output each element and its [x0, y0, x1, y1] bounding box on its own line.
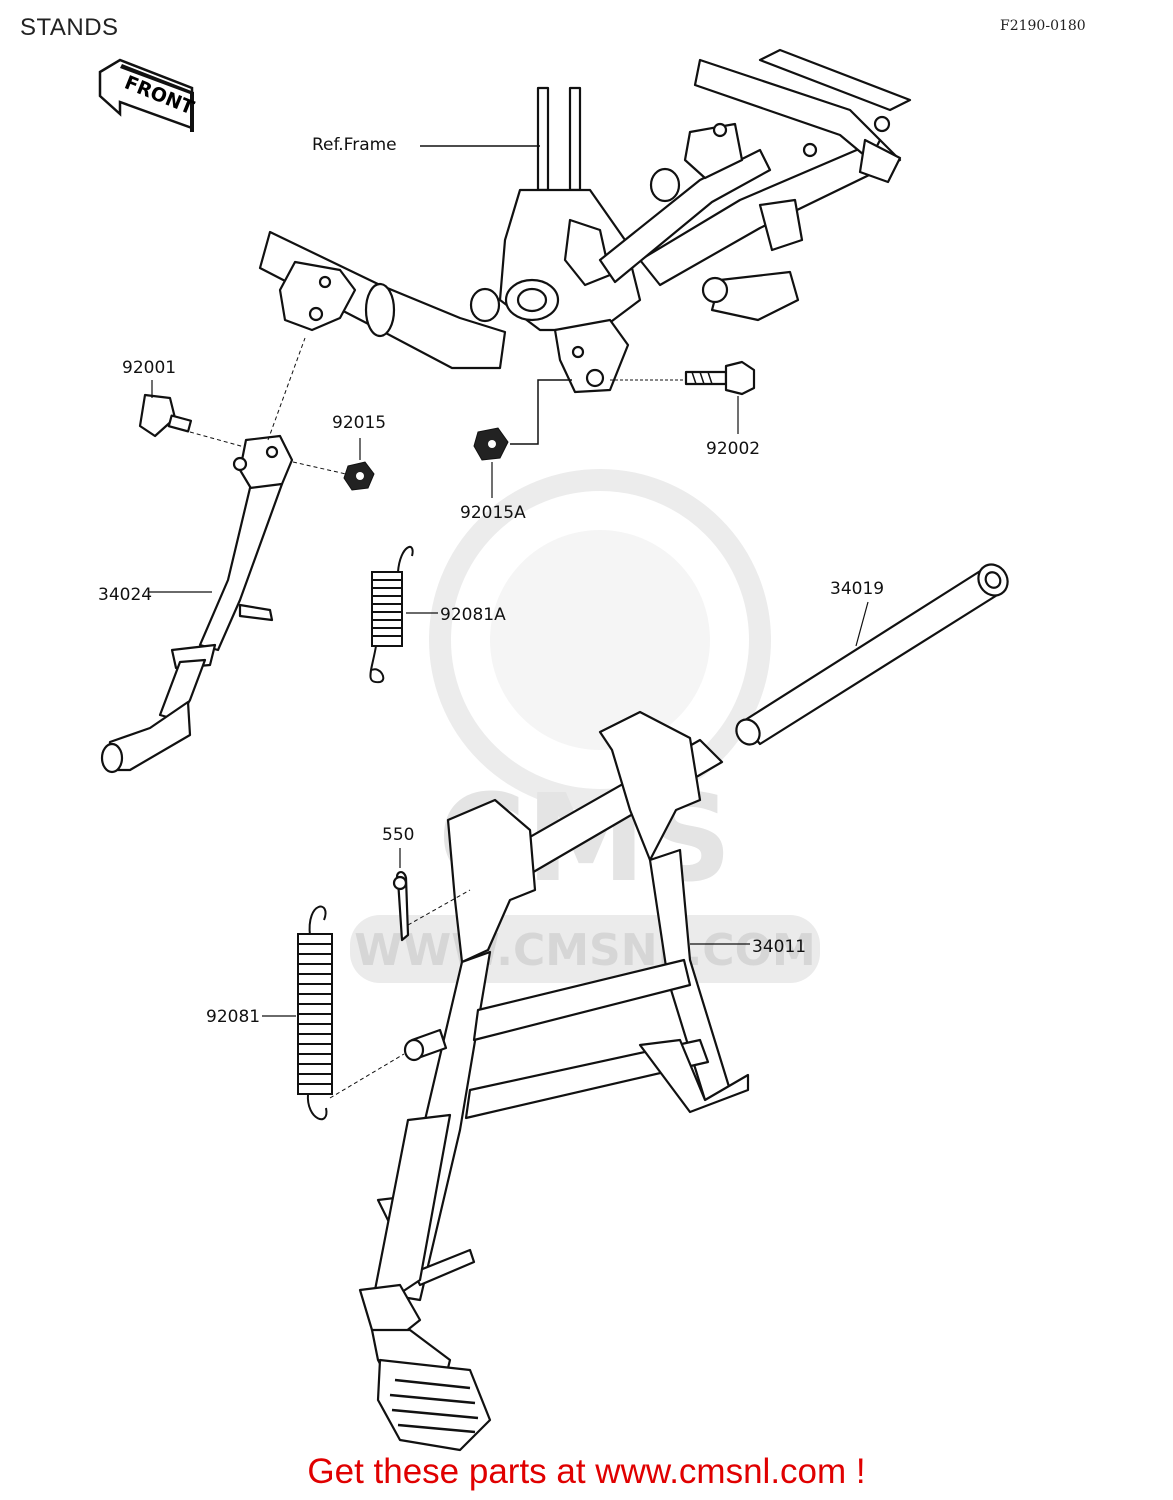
part-34024-side-stand — [100, 434, 294, 774]
part-label-34019: 34019 — [830, 579, 884, 599]
part-label-550: 550 — [382, 825, 414, 845]
front-arrow-icon: FRONT — [98, 58, 197, 132]
part-92001-bolt — [138, 393, 193, 438]
footer-cta[interactable]: Get these parts at www.cmsnl.com ! — [307, 1452, 866, 1491]
part-label-34024: 34024 — [98, 585, 152, 605]
part-label-92015A: 92015A — [460, 503, 526, 523]
part-34011-center-stand — [358, 710, 750, 1452]
watermark-url-text: WWW.CMSNL.COM — [354, 925, 816, 976]
part-label-92001: 92001 — [122, 358, 176, 378]
part-92002-bolt — [684, 360, 756, 396]
frame-assembly — [258, 48, 912, 394]
part-label-34011: 34011 — [752, 937, 806, 957]
page-title: STANDS — [20, 14, 119, 41]
part-label-92015: 92015 — [332, 413, 386, 433]
part-label-92081A: 92081A — [440, 605, 506, 625]
part-34019-shaft — [735, 563, 1009, 746]
part-92081-spring — [297, 905, 333, 1121]
part-label-92081: 92081 — [206, 1007, 260, 1027]
part-92081A-spring — [369, 545, 414, 684]
diagram-code: F2190-0180 — [1000, 18, 1086, 34]
part-550-cotter-pin — [392, 871, 410, 942]
frame-label: Ref.Frame — [312, 135, 397, 155]
part-label-92002: 92002 — [706, 439, 760, 459]
